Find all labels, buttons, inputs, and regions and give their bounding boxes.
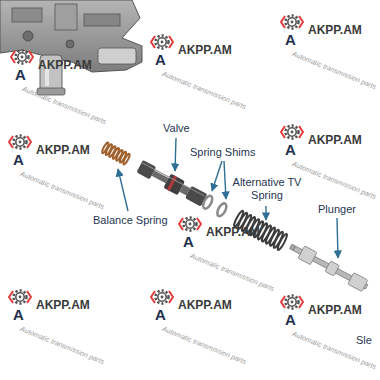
part-label: Spring Shims — [190, 146, 255, 159]
watermark-letter: A — [155, 307, 166, 322]
watermark-brand-anchor: AKPP.AM — [206, 226, 260, 238]
watermark-subtitle-anchor: Automatic transmission parts — [294, 330, 380, 337]
watermark-subtitle: Automatic transmission parts — [291, 160, 377, 200]
leader-arrows — [118, 138, 338, 258]
watermark-subtitle: Automatic transmission parts — [21, 85, 107, 125]
watermark-letter: A — [285, 142, 296, 157]
part-label-anchor: Valve — [163, 122, 190, 135]
watermark-letter-anchor: A — [285, 142, 296, 157]
watermark-letter-anchor: A — [15, 67, 26, 82]
watermark-brand: AKPP.AM — [36, 299, 90, 311]
watermark-brand-anchor: AKPP.AM — [308, 24, 362, 36]
watermark-brand-anchor: AKPP.AM — [308, 304, 362, 316]
watermark-letter-anchor: A — [13, 152, 24, 167]
watermark-subtitle: Automatic transmission parts — [291, 50, 377, 90]
watermark-letter-anchor: A — [155, 307, 166, 322]
watermark-brand-anchor: AKPP.AM — [178, 299, 232, 311]
watermark-letter: A — [155, 52, 166, 67]
watermark-letter-anchor: A — [285, 32, 296, 47]
part-label: Valve — [163, 122, 190, 135]
watermark-subtitle-anchor: Automatic transmission parts — [294, 160, 380, 167]
watermark-subtitle: Automatic transmission parts — [19, 325, 105, 365]
watermark-letter: A — [13, 307, 24, 322]
part-label-anchor: Spring Shims — [190, 146, 255, 159]
watermark-brand-anchor: AKPP.AM — [178, 44, 232, 56]
part-label-anchor: Balance Spring — [93, 214, 168, 227]
watermark-letter: A — [285, 32, 296, 47]
watermark-subtitle-anchor: Automatic transmission parts — [22, 170, 112, 177]
watermark-subtitle-anchor: Automatic transmission parts — [192, 252, 282, 259]
balance-spring — [101, 142, 131, 165]
watermark-brand-anchor: AKPP.AM — [36, 299, 90, 311]
watermark-letter: A — [15, 67, 26, 82]
watermark-brand: AKPP.AM — [178, 299, 232, 311]
watermark-brand: AKPP.AM — [308, 134, 362, 146]
watermark-brand-anchor: AKPP.AM — [308, 134, 362, 146]
watermark-brand-anchor: AKPP.AM — [38, 59, 92, 71]
watermark-brand: AKPP.AM — [178, 44, 232, 56]
watermark-subtitle-anchor: Automatic transmission parts — [294, 50, 380, 57]
watermark-subtitle: Automatic transmission parts — [161, 70, 247, 110]
watermark-subtitle: Automatic transmission parts — [291, 330, 377, 370]
part-label-anchor: Sle — [356, 334, 372, 347]
watermark-subtitle: Automatic transmission parts — [189, 252, 275, 292]
part-label: Sle — [356, 334, 372, 347]
watermark-subtitle-anchor: Automatic transmission parts — [24, 85, 114, 92]
watermark-subtitle-anchor: Automatic transmission parts — [164, 70, 254, 77]
watermark-brand: AKPP.AM — [38, 59, 92, 71]
part-label: Plunger — [318, 203, 356, 216]
watermark-brand-anchor: AKPP.AM — [36, 144, 90, 156]
watermark-subtitle-anchor: Automatic transmission parts — [22, 325, 112, 332]
part-label-anchor: Plunger — [318, 203, 356, 216]
watermark-brand: AKPP.AM — [308, 24, 362, 36]
watermark-subtitle: Automatic transmission parts — [161, 325, 247, 365]
watermark-letter-anchor: A — [155, 52, 166, 67]
watermark-letter-anchor: A — [183, 234, 194, 249]
watermark-subtitle: Automatic transmission parts — [19, 170, 105, 210]
watermark-subtitle-anchor: Automatic transmission parts — [164, 325, 254, 332]
part-label: Balance Spring — [93, 214, 168, 227]
watermark-letter: A — [183, 234, 194, 249]
watermark-letter: A — [285, 312, 296, 327]
watermark-brand: AKPP.AM — [308, 304, 362, 316]
watermark-letter: A — [13, 152, 24, 167]
valve-body — [0, 0, 142, 95]
watermark-brand: AKPP.AM — [36, 144, 90, 156]
valve-spool — [136, 159, 208, 207]
watermark-letter-anchor: A — [285, 312, 296, 327]
part-label-anchor: Alternative TV Spring — [226, 176, 308, 202]
watermark-brand: AKPP.AM — [206, 226, 260, 238]
watermark-icons — [9, 16, 303, 309]
plunger — [287, 240, 370, 293]
spring-shims — [201, 194, 228, 217]
part-label: Alternative TV Spring — [226, 176, 308, 202]
watermark-letter-anchor: A — [13, 307, 24, 322]
